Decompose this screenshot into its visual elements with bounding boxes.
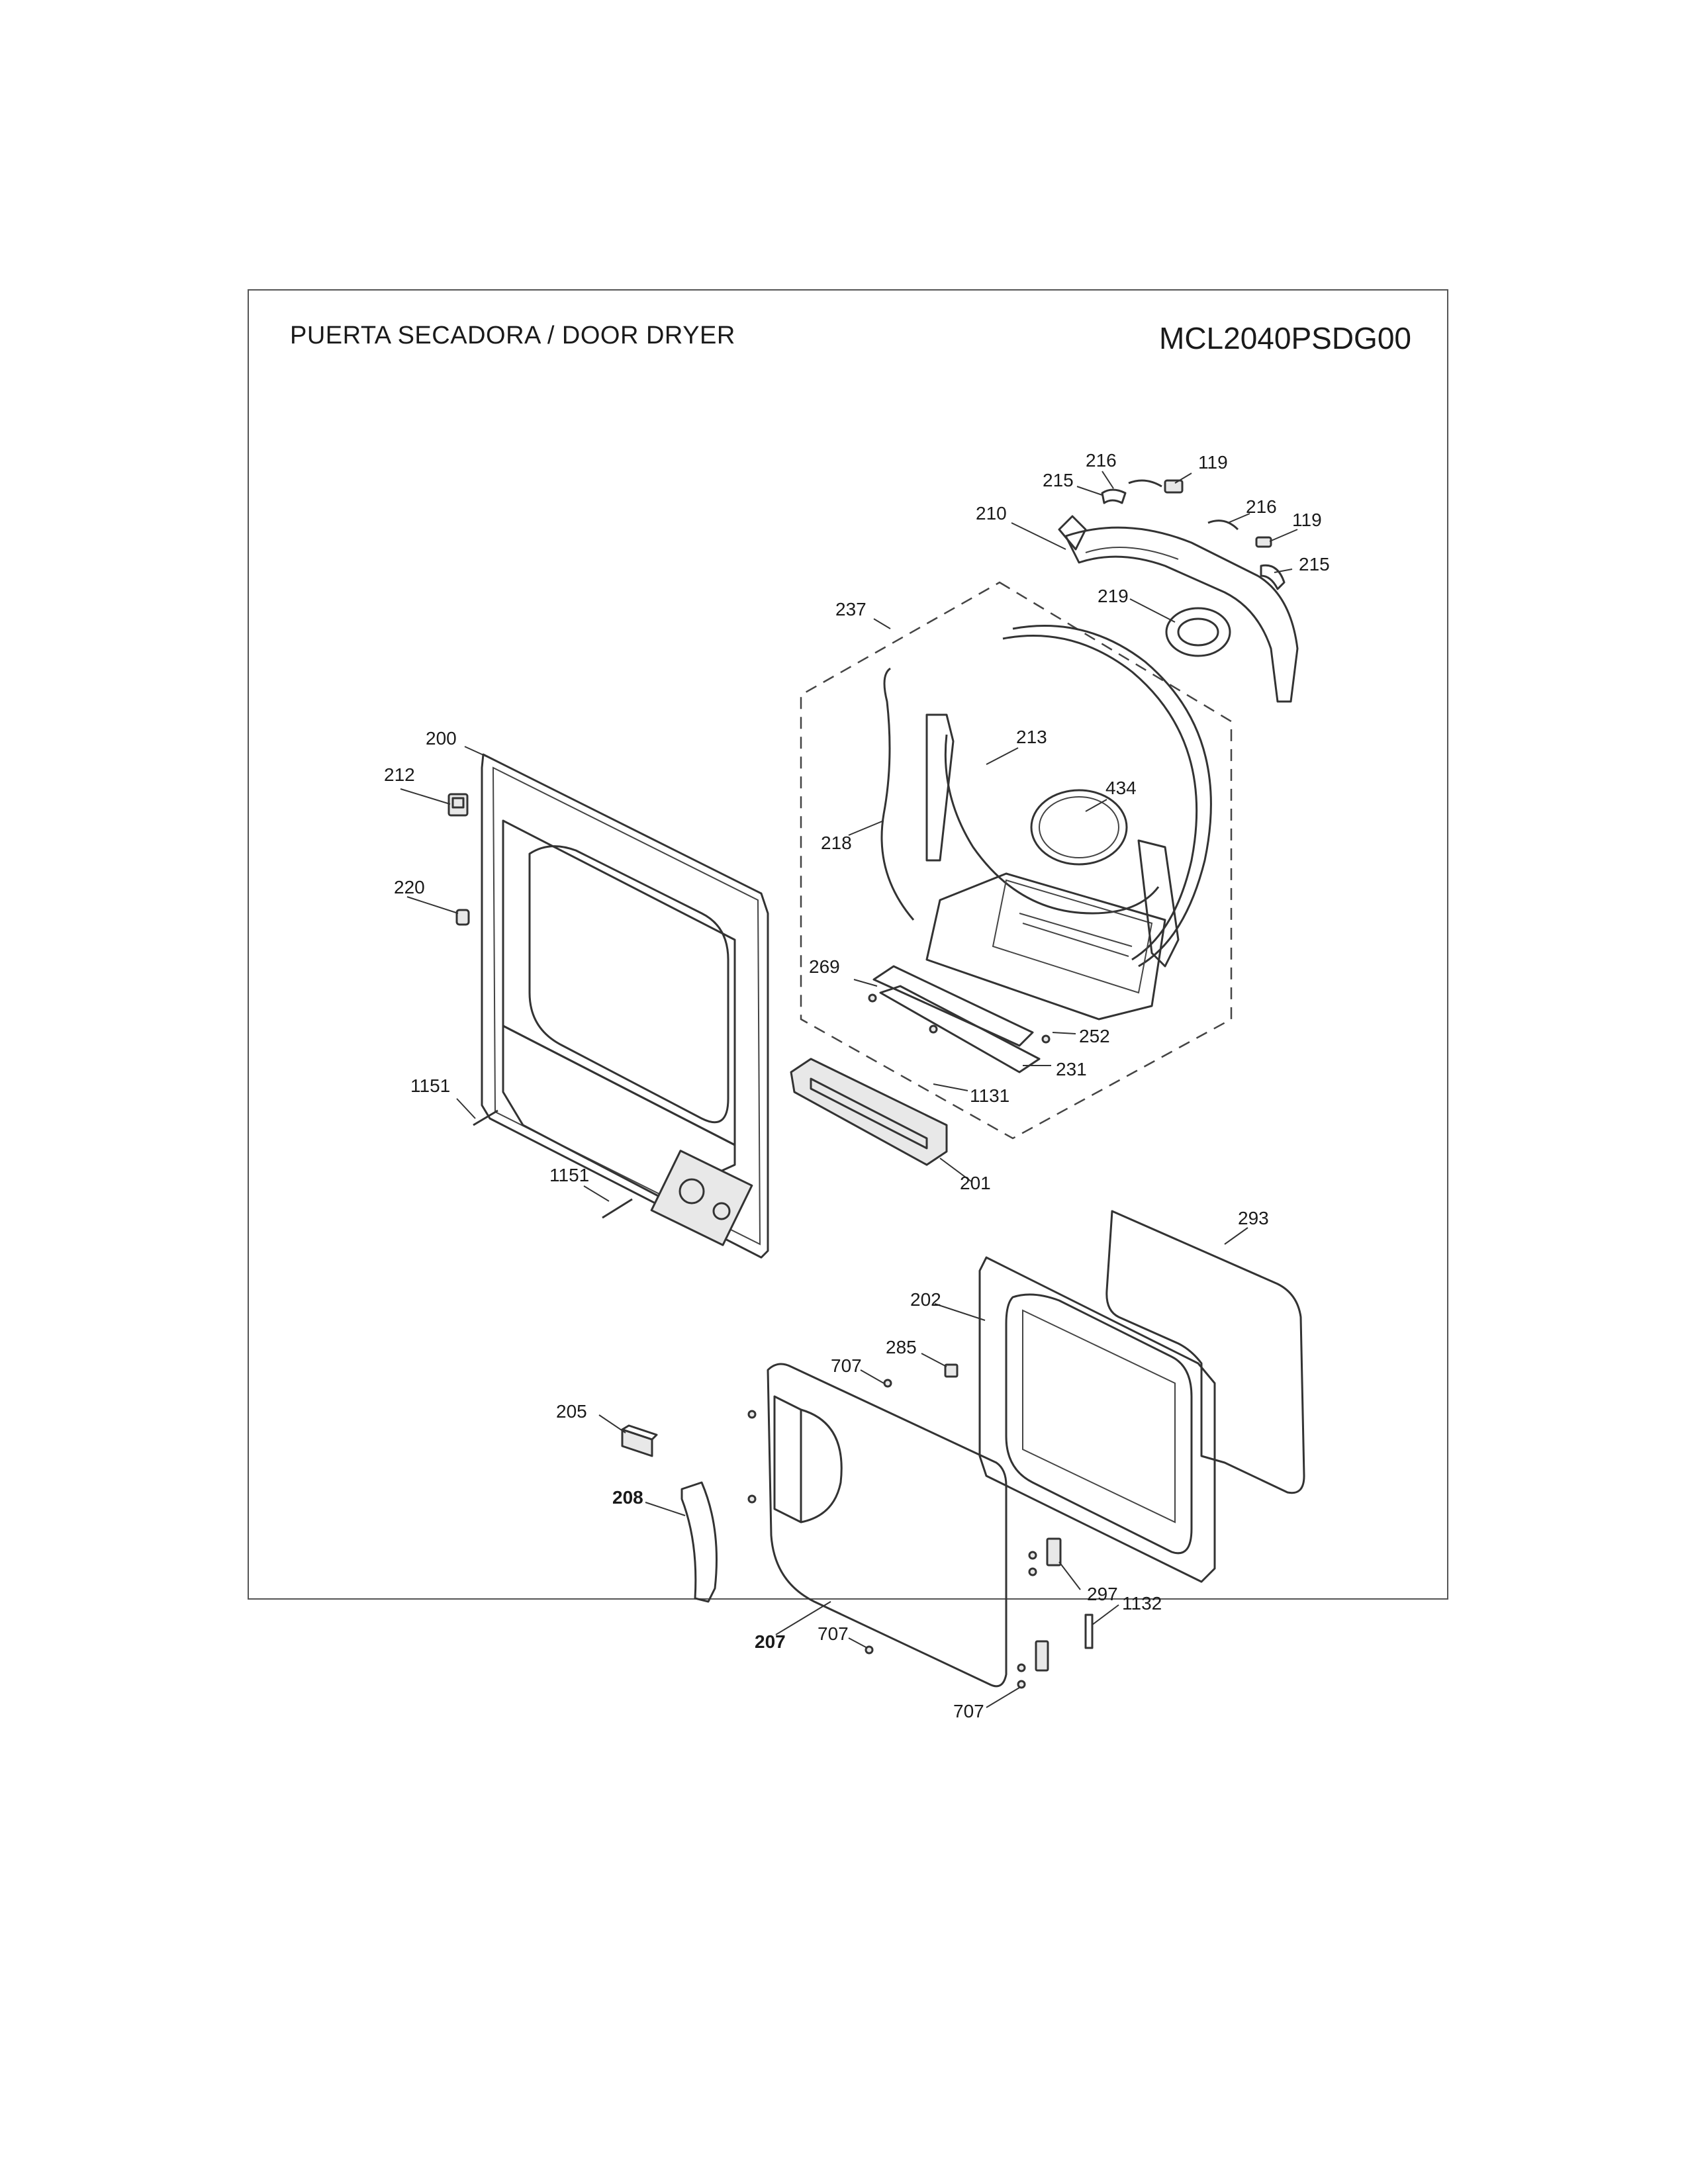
screw-707-d (1028, 1551, 1037, 1560)
callout-1132: 1132 (1122, 1593, 1162, 1614)
callout-213: 213 (1016, 727, 1047, 747)
ring-219 (1165, 607, 1231, 657)
callout-215: 215 (1043, 470, 1074, 490)
wire-218 (880, 667, 915, 921)
screw-1131-b (929, 1024, 938, 1034)
door-handle-208 (680, 1481, 718, 1603)
screw-707-g (1017, 1663, 1026, 1672)
assembly-boundary (800, 581, 1233, 1140)
callout-207: 207 (755, 1631, 786, 1652)
callout-285: 285 (886, 1337, 917, 1357)
screw-707-b (747, 1410, 757, 1419)
hinge-297 (1046, 1537, 1062, 1567)
callout-201: 201 (960, 1173, 991, 1193)
callout-218: 218 (821, 833, 852, 853)
hinge-clip-215-a (1101, 488, 1127, 504)
callout-200: 200 (426, 728, 457, 749)
model-number: MCL2040PSDG00 (1159, 321, 1411, 355)
part-205 (621, 1424, 658, 1457)
hinge-clip-216-b (1207, 520, 1239, 531)
callout-252: 252 (1079, 1026, 1110, 1046)
diagram-title: PUERTA SECADORA / DOOR DRYER (290, 322, 735, 349)
bushing-119-b (1255, 536, 1272, 548)
hinge-lower (1035, 1640, 1049, 1672)
callout-216: 216 (1086, 450, 1117, 471)
part-285 (944, 1363, 959, 1378)
door-inner-frame-202 (978, 1256, 1216, 1583)
callout-707: 707 (953, 1701, 984, 1721)
screw-707-e (1028, 1567, 1037, 1576)
handle-bar-201 (790, 1058, 948, 1166)
callout-216: 216 (1246, 496, 1277, 517)
callout-297: 297 (1087, 1584, 1118, 1604)
diagram-frame (248, 289, 1448, 1600)
callout-119: 119 (1292, 510, 1322, 530)
bushing-119-a (1164, 479, 1184, 494)
callout-237: 237 (835, 599, 867, 619)
callout-210: 210 (976, 503, 1007, 523)
callout-231: 231 (1056, 1059, 1087, 1079)
callout-707: 707 (818, 1623, 849, 1644)
callout-1151: 1151 (410, 1075, 450, 1096)
shim-1132 (1084, 1614, 1094, 1649)
screw-1151-a (473, 1109, 498, 1126)
callout-219: 219 (1098, 586, 1129, 606)
screw-707-a (883, 1379, 892, 1388)
outer-door-207 (767, 1363, 1008, 1688)
hinge-clip-215-b (1260, 564, 1286, 590)
screw-1131-a (868, 993, 877, 1003)
callout-269: 269 (809, 956, 840, 977)
screw-707-f (865, 1645, 874, 1655)
upper-trim-210 (1058, 515, 1299, 703)
lint-housing-252 (925, 839, 1180, 1021)
callout-293: 293 (1238, 1208, 1269, 1228)
screw-1151-b (602, 1198, 633, 1219)
front-panel-200 (481, 753, 769, 1259)
callout-202: 202 (910, 1289, 941, 1310)
callout-434: 434 (1105, 778, 1137, 798)
screw-1131-c (1041, 1034, 1051, 1044)
filter-231 (879, 985, 1041, 1073)
door-switch-212 (447, 793, 469, 817)
callout-220: 220 (394, 877, 425, 897)
callout-1131: 1131 (970, 1085, 1009, 1106)
screw-707-c (747, 1494, 757, 1504)
callout-119: 119 (1198, 452, 1228, 473)
part-220 (455, 909, 470, 926)
inner-cover-213 (925, 625, 1212, 968)
callout-212: 212 (384, 764, 415, 785)
door-gasket-293 (1105, 1210, 1305, 1494)
callout-205: 205 (556, 1401, 587, 1422)
hinge-clip-216-a (1128, 479, 1162, 488)
callout-208: 208 (612, 1487, 643, 1508)
callout-1151: 1151 (549, 1165, 589, 1185)
callout-215: 215 (1299, 554, 1330, 574)
screw-707-h (1017, 1680, 1026, 1689)
callout-707: 707 (831, 1355, 862, 1376)
